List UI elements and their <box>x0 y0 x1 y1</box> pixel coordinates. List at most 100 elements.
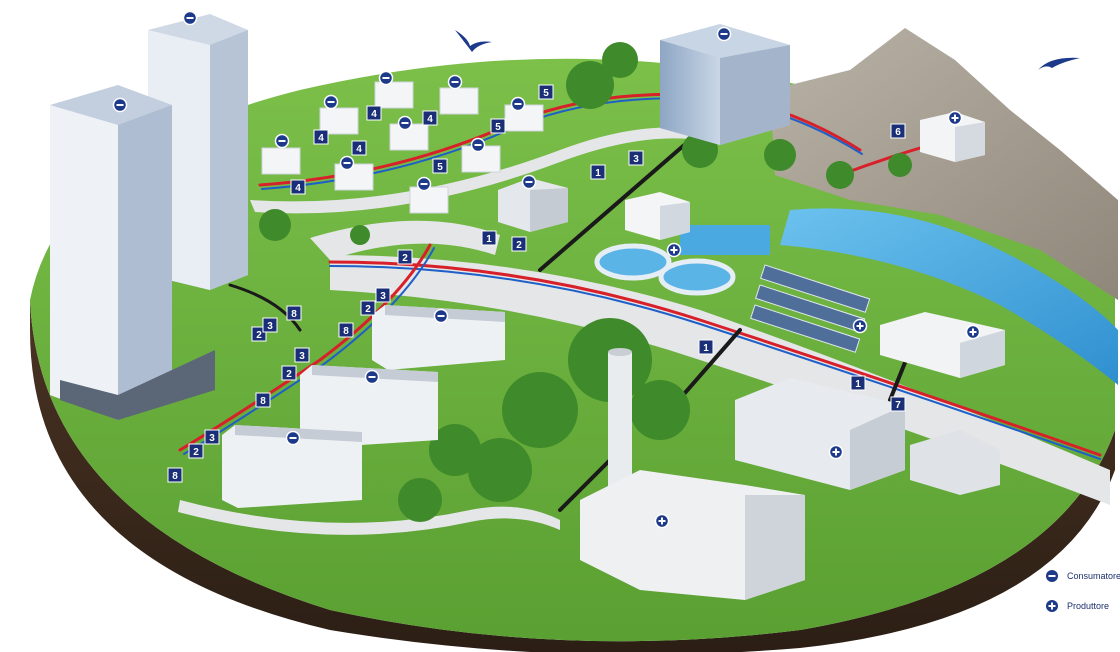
water-basin <box>680 225 770 255</box>
solar-panel-row <box>750 304 861 353</box>
role-markers <box>112 10 981 529</box>
network-badge-label: 2 <box>516 240 522 251</box>
network-badge-8: 8 <box>338 322 354 338</box>
consumer-icon <box>470 137 486 153</box>
network-badge-2: 2 <box>511 236 527 252</box>
consumer-icon <box>433 308 449 324</box>
tree <box>826 161 854 189</box>
tower-podium <box>60 350 215 420</box>
network-badge-5: 5 <box>432 158 448 174</box>
network-badge-label: 2 <box>286 369 292 380</box>
tree <box>350 225 370 245</box>
consumer-icon <box>716 26 732 42</box>
network-badge-label: 1 <box>595 168 601 179</box>
legend: Consumatore Produttore <box>1046 568 1120 628</box>
network-badge-6: 6 <box>890 123 906 139</box>
tree <box>398 478 442 522</box>
tree <box>764 139 796 171</box>
network-badge-4: 4 <box>366 105 382 121</box>
consumer-icon <box>521 174 537 190</box>
building-office <box>660 24 790 145</box>
network-badge-label: 5 <box>543 88 549 99</box>
consumer-icon <box>339 155 355 171</box>
network-badge-label: 4 <box>371 109 377 120</box>
solar-panel-row <box>760 264 871 313</box>
return-pipe-main <box>329 265 1101 460</box>
consumer-icon <box>510 96 526 112</box>
producer-icon <box>666 242 682 258</box>
bird-icon <box>455 30 492 52</box>
producer-icon <box>1046 600 1058 612</box>
network-badge-3: 3 <box>262 317 278 333</box>
bird-icon <box>1038 57 1080 70</box>
consumer-icon <box>182 10 198 26</box>
underground-pipe-5 <box>228 283 302 332</box>
consumer-icon <box>378 70 394 86</box>
network-badge-1: 1 <box>850 375 866 391</box>
supply-pipe-main <box>328 260 1102 457</box>
legend-producer-label: Produttore <box>1067 601 1110 611</box>
river <box>780 208 1118 385</box>
network-badge-3: 3 <box>375 287 391 303</box>
tree <box>630 380 690 440</box>
network-badge-8: 8 <box>255 392 271 408</box>
network-badge-7: 7 <box>890 396 906 412</box>
producer-icon <box>654 513 670 529</box>
network-badge-3: 3 <box>294 347 310 363</box>
network-badge-label: 3 <box>299 351 305 362</box>
network-badge-label: 2 <box>193 447 199 458</box>
consumer-icon <box>274 133 290 149</box>
network-badge-label: 8 <box>260 396 266 407</box>
network-badge-5: 5 <box>538 84 554 100</box>
network-badge-3: 3 <box>204 429 220 445</box>
network-badge-label: 3 <box>380 291 386 302</box>
tree <box>502 372 578 448</box>
consumer-icon <box>397 115 413 131</box>
network-badge-label: 6 <box>895 127 901 138</box>
network-badge-label: 4 <box>356 144 362 155</box>
network-badge-label: 5 <box>495 122 501 133</box>
network-badge-2: 2 <box>188 443 204 459</box>
consumer-icon <box>285 430 301 446</box>
villa <box>334 163 374 191</box>
network-badge-2: 2 <box>360 300 376 316</box>
villa <box>261 147 301 175</box>
building-tower-left <box>50 85 215 420</box>
chimney-top <box>608 348 632 356</box>
consumer-icon <box>112 97 128 113</box>
legend-consumer: Consumatore <box>1046 568 1120 584</box>
clarifier-tank-2 <box>658 258 736 296</box>
underground-pipe-3 <box>558 458 612 512</box>
villa <box>504 104 544 132</box>
network-badge-label: 1 <box>855 379 861 390</box>
supply-pipe-west <box>178 243 432 452</box>
network-badge-8: 8 <box>286 305 302 321</box>
building-substation <box>498 178 568 232</box>
network-badge-label: 2 <box>365 304 371 315</box>
buildings-layer <box>50 14 1005 600</box>
building-mountain-house <box>920 112 985 162</box>
network-badge-3: 3 <box>628 150 644 166</box>
underground-pipe-1 <box>538 138 692 272</box>
villa <box>409 186 449 214</box>
villas <box>261 81 544 214</box>
network-badge-label: 2 <box>256 330 262 341</box>
producer-icon <box>828 444 844 460</box>
villa <box>319 107 359 135</box>
consumer-icon <box>416 176 432 192</box>
network-badge-label: 4 <box>295 183 301 194</box>
clarifier-tank-1 <box>594 243 672 281</box>
network-badge-1: 1 <box>481 230 497 246</box>
legend-consumer-label: Consumatore <box>1067 571 1120 581</box>
building-factory <box>735 378 1000 495</box>
network-badge-label: 8 <box>343 326 349 337</box>
network-badge-4: 4 <box>290 179 306 195</box>
villa <box>374 81 414 109</box>
tree <box>566 61 614 109</box>
landscape <box>594 28 1118 385</box>
network-badge-8: 8 <box>167 467 183 483</box>
tree <box>602 42 638 78</box>
villa <box>439 87 479 115</box>
network-badge-4: 4 <box>422 110 438 126</box>
